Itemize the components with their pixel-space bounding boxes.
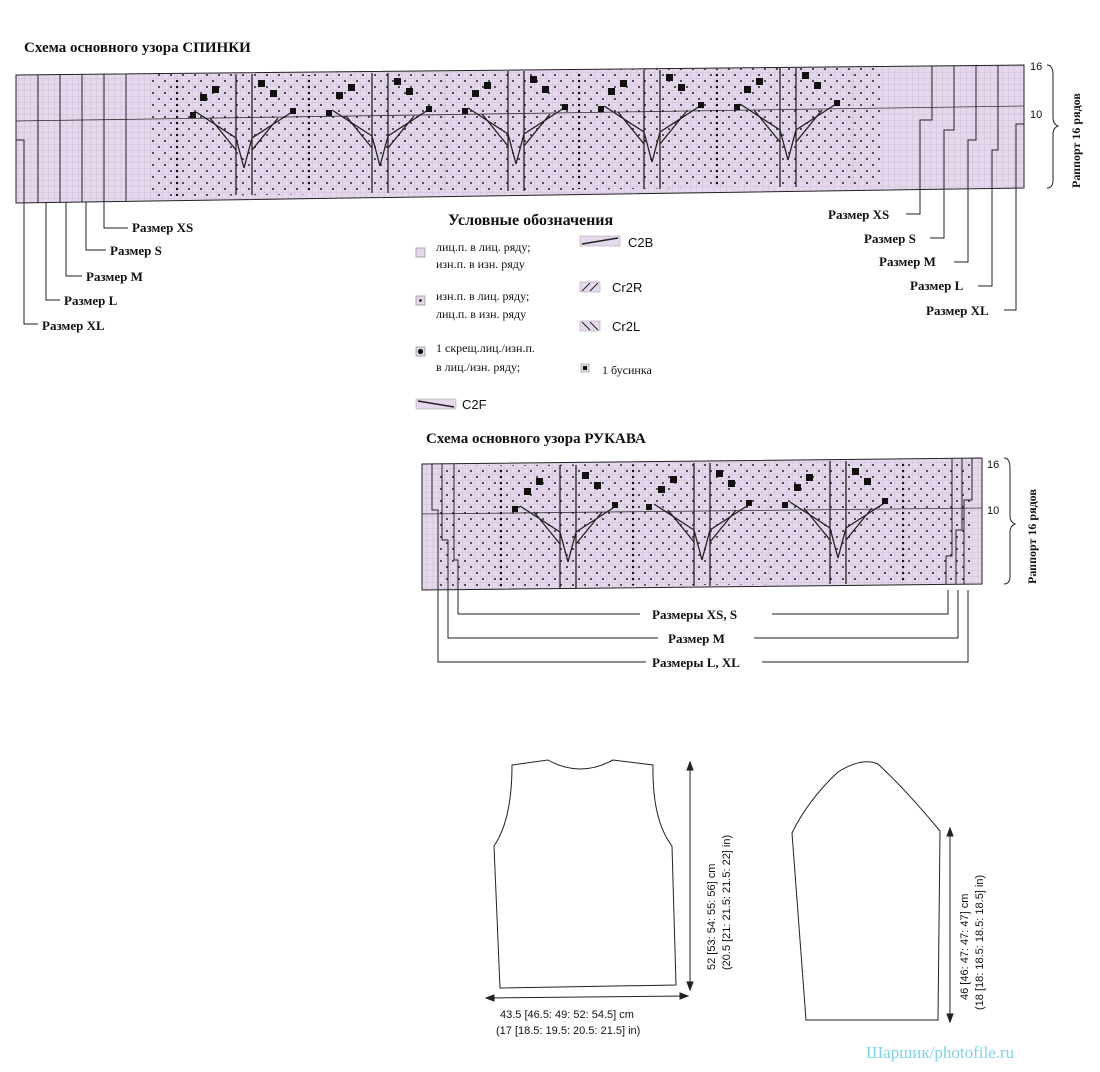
legend-twisted-dot: [417, 348, 424, 355]
back-row-label-16: 16: [1030, 61, 1042, 73]
sleeve-chart-beads: [512, 468, 888, 512]
back-size-l-right: Размер L: [910, 278, 964, 293]
legend-cr2r-symbol: [579, 281, 601, 293]
back-size-m-left: Размер M: [86, 269, 143, 284]
back-repeat-brace: [1046, 64, 1060, 189]
body-width-in: (17 [18.5: 19.5: 20.5: 21.5] in): [496, 1025, 640, 1037]
back-size-leaders-right: [906, 186, 1017, 311]
legend-c2f-label: C2F: [462, 397, 487, 412]
back-size-s-right: Размер S: [864, 231, 916, 246]
back-size-leaders-left: [23, 201, 128, 325]
legend-purl-dot: [419, 299, 422, 302]
body-width-cm: 43.5 [46.5: 49: 52: 54.5] cm: [500, 1009, 634, 1021]
back-size-xs-left: Размер XS: [132, 220, 193, 235]
sleeve-size-m: Размер M: [668, 631, 725, 646]
back-size-xs-right: Размер XS: [828, 207, 889, 222]
sleeve-length-cm: 46 [46: 47: 47: 47] cm: [959, 894, 971, 1000]
sleeve-length-in: (18 [18: 18.5: 18.5: 18.5] in): [974, 875, 986, 1010]
sleeve-chart-title: Схема основного узора РУКАВА: [426, 431, 646, 447]
sleeve-repeat-brace: [1003, 457, 1017, 585]
sleeve-repeat-label: Раппорт 16 рядов: [1025, 489, 1039, 584]
back-chart-title: Схема основного узора СПИНКИ: [24, 40, 251, 56]
back-chart-size-steps-left: [16, 74, 127, 203]
back-size-s-left: Размер S: [110, 243, 162, 258]
back-size-xl-left: Размер XL: [42, 318, 105, 333]
legend-c2f-symbol: [415, 398, 457, 410]
legend-cr2l-symbol: [579, 320, 601, 332]
back-chart-tree-motifs: [195, 68, 837, 195]
legend-purl-line2: лиц.п. в изн. ряду: [436, 307, 526, 321]
sleeve-size-leaders: [437, 590, 969, 663]
legend-knit-symbol: [415, 247, 426, 258]
sleeve-size-l-xl: Размеры L, XL: [652, 655, 740, 670]
legend-bead-fill: [583, 366, 587, 370]
legend-knit-line1: лиц.п. в лиц. ряду;: [436, 240, 531, 254]
back-row-label-10: 10: [1030, 109, 1042, 121]
sleeve-chart-stitches: [440, 460, 970, 588]
back-size-m-right: Размер M: [879, 254, 936, 269]
legend-title: Условные обозначения: [448, 212, 614, 229]
back-repeat-label: Раппорт 16 рядов: [1069, 93, 1083, 188]
sleeve-row-label-16: 16: [987, 459, 999, 471]
sleeve-chart-tree-motifs: [519, 461, 887, 588]
legend-c2b-label: C2B: [628, 235, 653, 250]
legend-cr2l-label: Cr2L: [612, 319, 640, 334]
body-length-arrow: [686, 760, 694, 992]
back-chart-columns: [176, 69, 854, 196]
sleeve-length-arrow: [946, 826, 954, 1024]
sleeve-schematic: [791, 761, 941, 1021]
legend-purl-line1: изн.п. в лиц. ряду;: [436, 289, 529, 303]
legend-cr2r-label: Cr2R: [612, 280, 642, 295]
back-chart-stitches: [150, 67, 880, 197]
back-chart-beads: [190, 72, 840, 118]
body-schematic: [493, 759, 677, 989]
sleeve-chart-size-steps: [431, 458, 973, 590]
back-chart-size-steps-right: [919, 65, 1025, 188]
body-length-in: (20.5 [21: 21.5: 21.5: 22] in): [721, 835, 733, 970]
legend-bead-label: 1 бусинка: [602, 363, 652, 377]
back-size-l-left: Размер L: [64, 293, 118, 308]
back-chart: [15, 64, 1025, 204]
body-width-arrow: [484, 992, 690, 1002]
legend-c2b-symbol: [579, 235, 621, 247]
legend-twisted-line1: 1 скрещ.лиц./изн.п.: [436, 341, 535, 355]
watermark: Шаршик/photofile.ru: [866, 1043, 1015, 1062]
sleeve-chart-columns: [498, 461, 906, 588]
sleeve-row-label-10: 10: [987, 505, 999, 517]
legend-twisted-line2: в лиц./изн. ряду;: [436, 360, 520, 374]
sleeve-size-xs-s: Размеры XS, S: [652, 607, 737, 622]
legend-knit-line2: изн.п. в изн. ряду: [436, 257, 525, 271]
body-length-cm: 52 [53: 54: 55: 56] cm: [706, 864, 718, 970]
sleeve-chart: [421, 457, 983, 591]
back-size-xl-right: Размер XL: [926, 303, 989, 318]
